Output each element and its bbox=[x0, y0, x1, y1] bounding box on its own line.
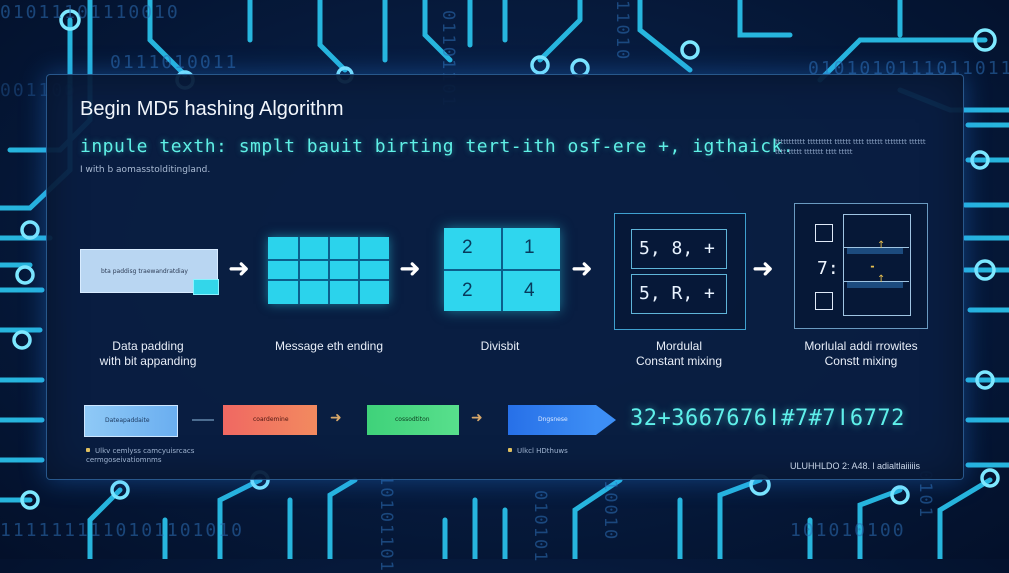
binary-text: 101010100 bbox=[790, 520, 906, 541]
footer-note: ULUHHLDO 2: A48. l adialtlaiiiiis bbox=[790, 461, 921, 471]
legend-left: Ulkv cemlyss camcyuisrcacs cermgoseivati… bbox=[86, 447, 194, 465]
step-label-message: Message eth ending bbox=[274, 339, 384, 353]
binary-text: 10010 bbox=[600, 480, 620, 542]
arrow-right-icon: ➜ bbox=[228, 254, 250, 284]
quad-value: 2 bbox=[462, 237, 473, 258]
arrow-up-icon: ↑ bbox=[877, 240, 886, 251]
division-quad: 2 1 2 4 bbox=[444, 228, 560, 311]
pipeline-box-text: cossodtiton bbox=[395, 416, 430, 423]
binary-text: 10101101 bbox=[376, 475, 396, 573]
binary-text: 010101 bbox=[530, 490, 550, 564]
legend-dot bbox=[86, 448, 90, 452]
padding-box: bta paddisg traewandratdiay bbox=[80, 249, 219, 295]
binary-text: 01011101110010 bbox=[0, 2, 180, 23]
legend-dot bbox=[508, 448, 512, 452]
tick-mark-icon: ╸ bbox=[871, 262, 878, 273]
message-block-grid bbox=[268, 237, 389, 304]
step-label-addition: Morlulal addi rrowites Constt mixing bbox=[804, 339, 918, 368]
modular-addition-box: 7: ↑ ↑ ╸ bbox=[794, 203, 928, 329]
arrow-right-icon: ➜ bbox=[471, 410, 483, 426]
legend-mid: Ulkcl HDthuws bbox=[508, 447, 568, 456]
quad-value: 2 bbox=[462, 280, 473, 301]
pipeline-box-red: coardemine bbox=[223, 405, 317, 435]
input-text-line: inpule texth: smplt bauit birting tert-i… bbox=[80, 136, 795, 157]
diagram-title: Begin MD5 hashing Algorithm bbox=[80, 98, 344, 120]
pipeline-box-text: Dateapaddaite bbox=[105, 417, 150, 424]
pipeline-box-green: cossodtiton bbox=[367, 405, 459, 435]
quad-value: 1 bbox=[524, 237, 535, 258]
circuit-background bbox=[0, 0, 1009, 559]
binary-text: 11010 bbox=[612, 0, 632, 62]
step-label-division: Divisbit bbox=[480, 339, 520, 353]
padding-box-text: bta paddisg traewandratdiay bbox=[101, 268, 188, 275]
step-label-padding: Data padding with bit appanding bbox=[99, 339, 197, 368]
pipeline-box-blue: Dngsnese bbox=[508, 405, 596, 435]
binary-text: 0101 bbox=[915, 470, 935, 519]
binary-text: 0111010011 bbox=[110, 52, 239, 73]
pipeline-box-text: Dngsnese bbox=[538, 416, 568, 423]
quad-value: 4 bbox=[524, 280, 535, 301]
arrow-up-icon: ↑ bbox=[877, 274, 886, 285]
pipeline-arrow-head bbox=[596, 405, 616, 435]
arrow-right-icon: ➜ bbox=[571, 254, 593, 284]
binary-text: 0101010111011011010 bbox=[808, 58, 1009, 79]
addition-mark: 7: bbox=[817, 258, 839, 279]
arrow-right-icon: ➜ bbox=[399, 254, 421, 284]
arrow-right-icon: ➜ bbox=[752, 254, 774, 284]
caption-text: I with b aomasstolditingland. bbox=[80, 165, 211, 175]
mixing-expression: 5, 8, + bbox=[639, 238, 715, 259]
pipeline-box-text: coardemine bbox=[253, 416, 289, 423]
mixing-expression: 5, R, + bbox=[639, 283, 715, 304]
modular-mixing-box: 5, 8, + 5, R, + bbox=[614, 213, 746, 330]
side-note: ttttttttttt ttttttttt tttttt tttt tttttt… bbox=[775, 138, 926, 156]
legend-text: Ulkcl HDthuws bbox=[517, 447, 568, 455]
hash-output: 32+3667676ǀ#7#7ǀ6772 bbox=[630, 406, 905, 431]
connector-line bbox=[192, 419, 214, 421]
legend-text: Ulkv cemlyss camcyuisrcacs cermgoseivati… bbox=[86, 447, 195, 464]
step-label-modular: Mordulal Constant mixing bbox=[635, 339, 723, 368]
binary-text: 1111111110101101010 bbox=[0, 520, 244, 541]
arrow-right-icon: ➜ bbox=[330, 410, 342, 426]
pipeline-box-padding: Dateapaddaite bbox=[84, 405, 178, 437]
padding-tab bbox=[193, 279, 219, 295]
